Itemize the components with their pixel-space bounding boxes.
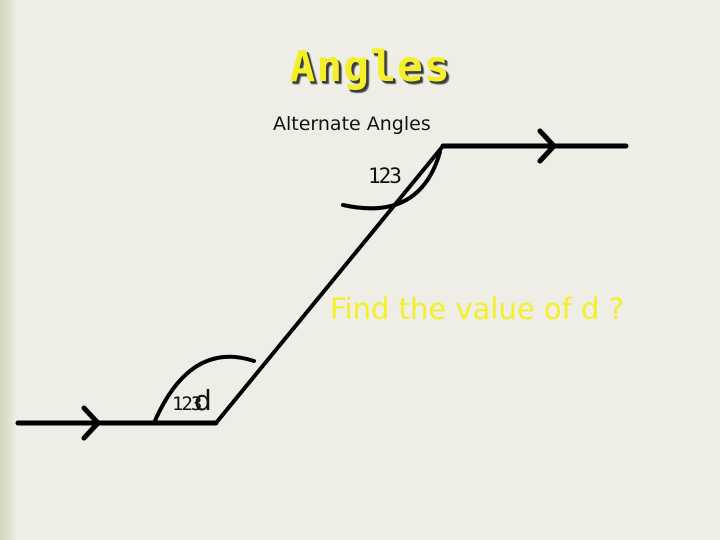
slide-title: Angles: [289, 42, 451, 92]
upper-angle-label: 123: [368, 164, 402, 188]
lower-arrow-marker: [81, 405, 101, 441]
transversal-line: [214, 144, 445, 425]
lower-angle-arc: [152, 354, 256, 425]
question-text: Find the value of d ?: [330, 292, 625, 326]
slide-accent-bar: [0, 0, 16, 540]
lower-angle-label: 123: [172, 393, 202, 415]
upper-arrow-marker: [537, 128, 557, 164]
angle-variable-label: d: [194, 384, 212, 417]
upper-angle-arc: [341, 150, 442, 211]
slide-subtitle: Alternate Angles: [273, 113, 431, 135]
